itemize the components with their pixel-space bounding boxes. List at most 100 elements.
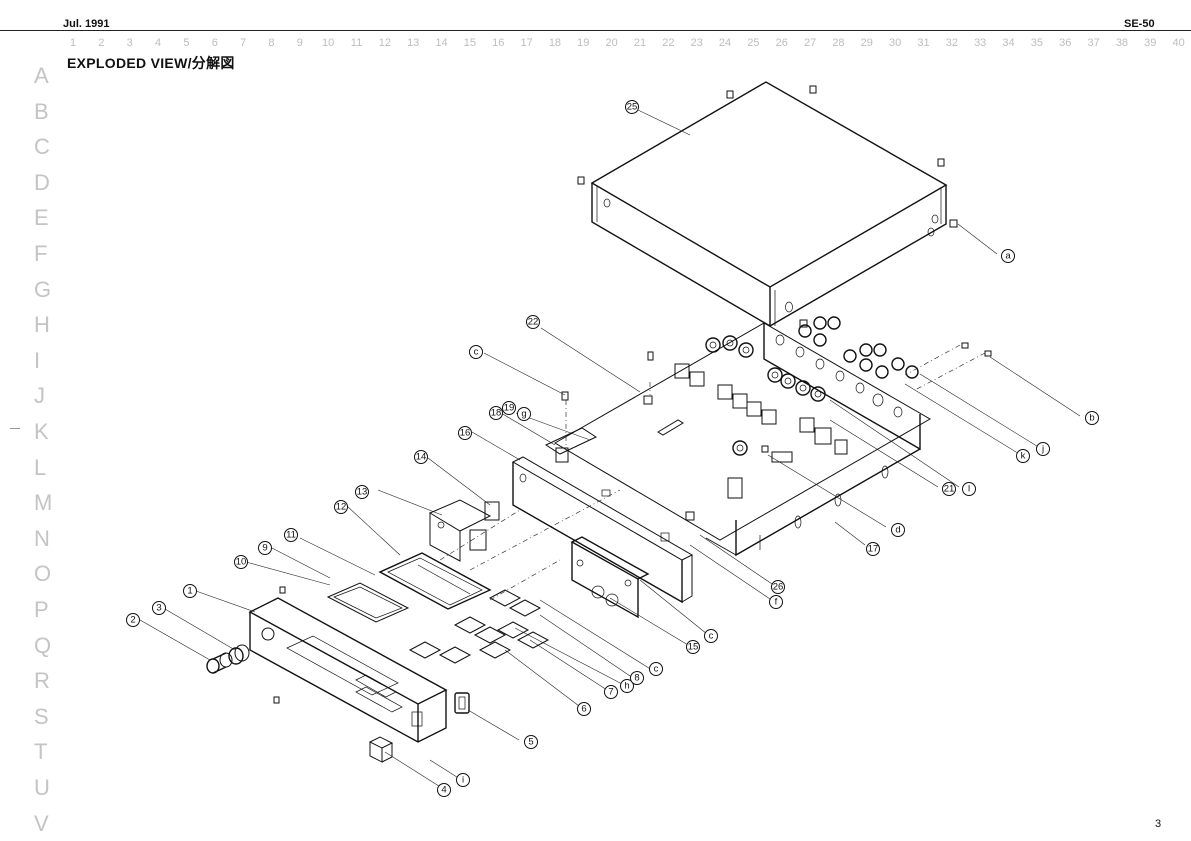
- svg-text:16: 16: [460, 428, 471, 439]
- callout-c-2: c: [649, 662, 663, 676]
- header-model: SE-50: [1124, 18, 1155, 30]
- grid-column-number: 27: [803, 37, 817, 49]
- callout-b: b: [1085, 411, 1099, 425]
- svg-text:4: 4: [441, 785, 446, 796]
- grid-row-letter: R: [34, 668, 50, 694]
- callout-9: 9: [258, 541, 272, 555]
- callout-19: 19: [502, 401, 516, 415]
- grid-row-letter: U: [34, 775, 50, 800]
- svg-text:c: c: [709, 631, 714, 642]
- header-date: Jul. 1991: [63, 18, 110, 30]
- svg-text:15: 15: [688, 642, 699, 653]
- svg-text:g: g: [521, 409, 526, 420]
- grid-column-number: 35: [1030, 37, 1044, 49]
- display-window: [326, 582, 410, 623]
- grid-row-letter: A: [34, 63, 49, 88]
- svg-text:5: 5: [528, 737, 533, 748]
- svg-text:26: 26: [773, 582, 784, 593]
- grid-row-letter: M: [34, 490, 53, 516]
- svg-text:12: 12: [336, 502, 347, 513]
- callout-10: 10: [234, 555, 248, 569]
- rear-jacks: [705, 316, 919, 402]
- callout-1: 1: [183, 584, 197, 598]
- svg-text:13: 13: [357, 487, 368, 498]
- svg-text:7: 7: [608, 687, 613, 698]
- grid-row-letter: P: [34, 597, 49, 622]
- svg-text:f: f: [775, 597, 778, 608]
- callout-8: 8: [630, 671, 644, 685]
- svg-text:9: 9: [262, 543, 267, 554]
- grid-row-letter: E: [34, 205, 49, 231]
- grid-column-number: 15: [463, 37, 477, 49]
- svg-text:j: j: [1041, 444, 1044, 455]
- callout-5: 5: [524, 735, 538, 749]
- grid-column-number: 10: [322, 37, 335, 49]
- callout-2: 2: [126, 613, 140, 627]
- callout-17: 17: [866, 542, 880, 556]
- callout-6: 6: [577, 702, 591, 716]
- grid-row-letter: L: [34, 454, 47, 480]
- svg-text:6: 6: [581, 704, 586, 715]
- callout-26: 26: [771, 580, 785, 594]
- callout-16: 16: [458, 426, 472, 440]
- small-bracket: [544, 391, 598, 463]
- grid-row-letter: F: [34, 241, 48, 266]
- grid-column-number: 38: [1115, 37, 1129, 49]
- callout-3: 3: [152, 601, 166, 615]
- callout-d: d: [891, 523, 905, 537]
- grid-column-number: 39: [1144, 37, 1157, 49]
- grid-row-letter: H: [34, 312, 50, 338]
- callout-18: 18: [489, 406, 503, 420]
- grid-column-number: 25: [747, 37, 760, 49]
- svg-text:21: 21: [944, 484, 955, 495]
- svg-text:h: h: [624, 681, 629, 692]
- control-board: [570, 536, 650, 619]
- grid-row-letter: Q: [34, 632, 52, 658]
- callout-c-3: c: [704, 629, 718, 643]
- leader-lines: [139, 109, 1081, 789]
- callout-l: l: [962, 482, 976, 496]
- svg-text:18: 18: [491, 408, 502, 419]
- grid-column-number: 36: [1059, 37, 1072, 49]
- svg-text:3: 3: [156, 603, 161, 614]
- grid-column-number: 12: [378, 37, 391, 49]
- power-knob: [368, 736, 394, 763]
- callout-25: 25: [625, 100, 639, 114]
- grid-column-number: 31: [917, 37, 930, 49]
- grid-column-number: 9: [296, 37, 303, 49]
- grid-row-letter: J: [34, 383, 45, 409]
- callout-14: 14: [414, 450, 428, 464]
- grid-row-letter: N: [34, 525, 50, 551]
- svg-text:19: 19: [504, 403, 515, 414]
- callout-c-1: c: [469, 345, 483, 359]
- callout-22: 22: [526, 315, 540, 329]
- grid-row-letter: G: [34, 276, 52, 302]
- callout-12: 12: [334, 500, 348, 514]
- callout-k: k: [1016, 449, 1030, 463]
- main-pcb-components: [643, 351, 848, 521]
- callout-21: 21: [942, 482, 956, 496]
- callout-f: f: [769, 595, 783, 609]
- callout-4: 4: [437, 783, 451, 797]
- svg-text:1: 1: [187, 586, 192, 597]
- row-marker: [10, 428, 20, 429]
- grid-row-letter: T: [34, 739, 48, 765]
- grid-column-number: 22: [662, 37, 675, 49]
- svg-text:17: 17: [868, 544, 879, 555]
- callout-g: g: [517, 407, 531, 421]
- callout-7: 7: [604, 685, 618, 699]
- grid-column-number: 2: [98, 37, 105, 49]
- grid-column-number: 29: [860, 37, 873, 49]
- svg-text:25: 25: [627, 102, 638, 113]
- grid-column-number: 23: [690, 37, 703, 49]
- header-rule: [0, 30, 1191, 31]
- grid-column-number: 7: [240, 37, 247, 49]
- grid-row-letter: O: [34, 561, 52, 587]
- grid-column-number: 8: [268, 37, 275, 49]
- display-module: [378, 552, 492, 610]
- callout-11: 11: [284, 528, 298, 542]
- grid-column-number: 17: [520, 37, 533, 49]
- page-number: 3: [1155, 818, 1162, 830]
